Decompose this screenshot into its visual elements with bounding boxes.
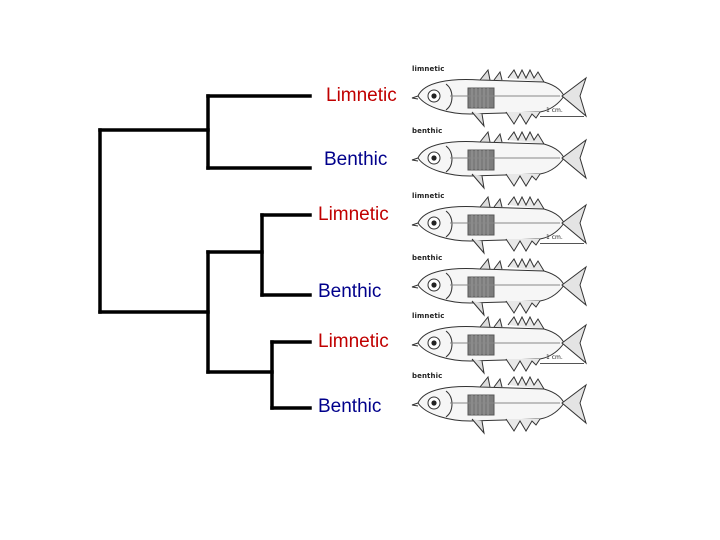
anal-fin [506, 301, 540, 313]
scale-label: 1 cm. [546, 234, 563, 241]
mouth [412, 403, 418, 406]
mouth [412, 223, 418, 226]
tip-label-benthic: Benthic [318, 281, 381, 303]
anal-fin [506, 419, 540, 431]
fish-pupil [431, 155, 436, 160]
stickleback-drawing [412, 259, 586, 315]
dorsal-fin [508, 70, 544, 82]
dorsal-spine [494, 72, 502, 80]
dorsal-spine [494, 199, 502, 207]
scale-label: 1 cm. [546, 354, 563, 361]
fish-pupil [431, 220, 436, 225]
dorsal-spine [480, 197, 490, 207]
scale-bar: 1 cm. [540, 358, 584, 370]
dorsal-spine [480, 377, 490, 387]
dorsal-spine [480, 70, 490, 80]
anal-fin [506, 174, 540, 186]
mouth [412, 285, 418, 288]
stickleback-drawing [412, 377, 586, 433]
tip-label-benthic: Benthic [318, 396, 381, 418]
dorsal-fin [508, 259, 544, 271]
mouth [412, 158, 418, 161]
pelvic-spine [472, 239, 484, 253]
fish-tag: benthic [412, 372, 442, 380]
dorsal-spine [480, 317, 490, 327]
fish-tag: benthic [412, 254, 442, 262]
pelvic-spine [472, 112, 484, 126]
anal-fin [506, 239, 540, 251]
mouth [412, 343, 418, 346]
dorsal-spine [494, 134, 502, 142]
scale-bar: 1 cm. [540, 111, 584, 123]
tip-label-limnetic: Limnetic [318, 204, 389, 226]
tip-label-limnetic: Limnetic [326, 85, 397, 107]
scale-bar: 1 cm. [540, 238, 584, 250]
dorsal-fin [508, 317, 544, 329]
tip-label-limnetic: Limnetic [318, 331, 389, 353]
fish-pupil [431, 282, 436, 287]
fish-tag: benthic [412, 127, 442, 135]
fish-pupil [431, 340, 436, 345]
fish-tag: limnetic [412, 65, 445, 73]
fish-panel-limnetic: limnetic 1 cm. [410, 193, 590, 257]
fish-panel-limnetic: limnetic 1 cm. [410, 313, 590, 377]
dorsal-spine [480, 259, 490, 269]
dorsal-spine [494, 261, 502, 269]
dorsal-spine [494, 319, 502, 327]
tip-label-benthic: Benthic [324, 149, 387, 171]
fish-panel-benthic: benthic [410, 128, 590, 192]
pelvic-spine [472, 174, 484, 188]
dorsal-fin [508, 197, 544, 209]
fish-panel-benthic: benthic [410, 255, 590, 319]
fish-tag: limnetic [412, 192, 445, 200]
mouth [412, 96, 418, 99]
dorsal-fin [508, 132, 544, 144]
caudal-fin [562, 385, 586, 423]
dorsal-spine [480, 132, 490, 142]
stickleback-drawing [412, 132, 586, 188]
fish-tag: limnetic [412, 312, 445, 320]
pelvic-spine [472, 359, 484, 373]
fish-pupil [431, 400, 436, 405]
pelvic-spine [472, 419, 484, 433]
fish-panel-benthic: benthic [410, 373, 590, 437]
caudal-fin [562, 267, 586, 305]
fish-pupil [431, 93, 436, 98]
fish-panel-limnetic: limnetic 1 cm. [410, 66, 590, 130]
caudal-fin [562, 140, 586, 178]
dorsal-spine [494, 379, 502, 387]
anal-fin [506, 112, 540, 124]
anal-fin [506, 359, 540, 371]
dorsal-fin [508, 377, 544, 389]
scale-label: 1 cm. [546, 107, 563, 114]
